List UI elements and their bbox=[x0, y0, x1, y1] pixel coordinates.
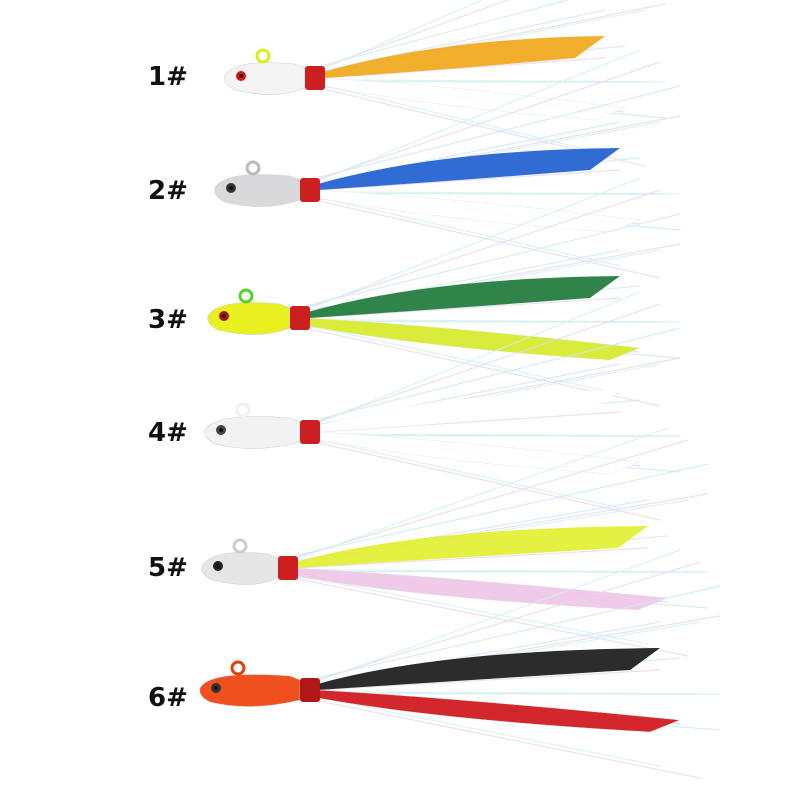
jig-pupil bbox=[219, 428, 223, 432]
bucktail-top bbox=[318, 148, 620, 190]
bucktail-top bbox=[318, 390, 620, 432]
jig-head bbox=[207, 302, 291, 335]
line-tie-eye bbox=[245, 160, 261, 176]
flash-strand bbox=[307, 177, 641, 310]
jig-head bbox=[224, 62, 306, 95]
jig-label-4: 4# bbox=[148, 418, 188, 448]
jig-pupil bbox=[216, 564, 220, 568]
flash-strand bbox=[295, 439, 689, 558]
flash-strand bbox=[307, 324, 621, 395]
flash-strand bbox=[317, 327, 681, 420]
flash-strand bbox=[317, 196, 621, 267]
flash-strand bbox=[317, 291, 641, 424]
bucktail-bottom bbox=[317, 689, 681, 733]
flash-strand bbox=[317, 303, 661, 422]
thread-wrap bbox=[300, 678, 320, 702]
thread-wrap bbox=[305, 66, 325, 90]
flash-strand bbox=[317, 561, 701, 680]
jig-head bbox=[201, 552, 279, 585]
flash-strand bbox=[317, 169, 621, 191]
bucktail-top bbox=[323, 36, 605, 78]
flash-strand bbox=[295, 463, 709, 556]
jig-head bbox=[199, 674, 301, 707]
bucktail-bottom bbox=[317, 189, 641, 233]
flash-strand bbox=[307, 213, 681, 306]
flash-strand bbox=[317, 585, 721, 678]
flash-strand bbox=[317, 200, 661, 279]
flash-strand bbox=[317, 549, 681, 682]
flash-strand bbox=[307, 189, 661, 308]
line-tie-eye bbox=[238, 288, 254, 304]
jig-pupil bbox=[229, 186, 233, 190]
flash-strand bbox=[322, 0, 484, 70]
bucktail-bottom bbox=[295, 567, 669, 611]
jig-label-2: 2# bbox=[148, 176, 188, 206]
flash-strand bbox=[317, 49, 641, 182]
flash-strand bbox=[295, 427, 669, 560]
flash-strand bbox=[322, 84, 606, 155]
jig-label-6: 6# bbox=[148, 683, 188, 713]
bucktail-top bbox=[318, 648, 660, 690]
jig-pupil bbox=[239, 74, 243, 78]
thread-wrap bbox=[300, 420, 320, 444]
flash-strand bbox=[317, 85, 681, 178]
line-tie-eye bbox=[235, 402, 251, 418]
jig-label-3: 3# bbox=[148, 305, 188, 335]
thread-wrap bbox=[290, 306, 310, 330]
bucktail-top bbox=[296, 526, 648, 568]
flash-strand bbox=[317, 696, 661, 767]
flash-strand bbox=[295, 574, 649, 645]
flash-strand bbox=[317, 438, 621, 509]
flash-strand bbox=[317, 442, 661, 521]
jig-pupil bbox=[222, 314, 226, 318]
jig-pupil bbox=[214, 686, 218, 690]
line-tie-eye bbox=[232, 538, 248, 554]
flash-strand bbox=[317, 669, 661, 691]
flash-strand bbox=[295, 547, 649, 569]
line-tie-eye bbox=[230, 660, 246, 676]
bucktail-bottom bbox=[322, 77, 626, 121]
flash-strand bbox=[317, 61, 661, 180]
flash-strand bbox=[307, 297, 621, 319]
bucktail-bottom bbox=[317, 431, 641, 475]
flash-strand bbox=[317, 700, 701, 779]
flash-strand bbox=[322, 0, 571, 66]
line-tie-eye bbox=[255, 48, 271, 64]
jig-head bbox=[204, 416, 301, 449]
flash-strand bbox=[317, 411, 621, 433]
jig-label-5: 5# bbox=[148, 553, 188, 583]
thread-wrap bbox=[300, 178, 320, 202]
flash-strand bbox=[322, 0, 510, 68]
jig-head bbox=[214, 174, 301, 207]
thread-wrap bbox=[278, 556, 298, 580]
jig-label-1: 1# bbox=[148, 62, 188, 92]
bucktail-top bbox=[308, 276, 620, 318]
bucktail-bottom bbox=[307, 317, 641, 361]
